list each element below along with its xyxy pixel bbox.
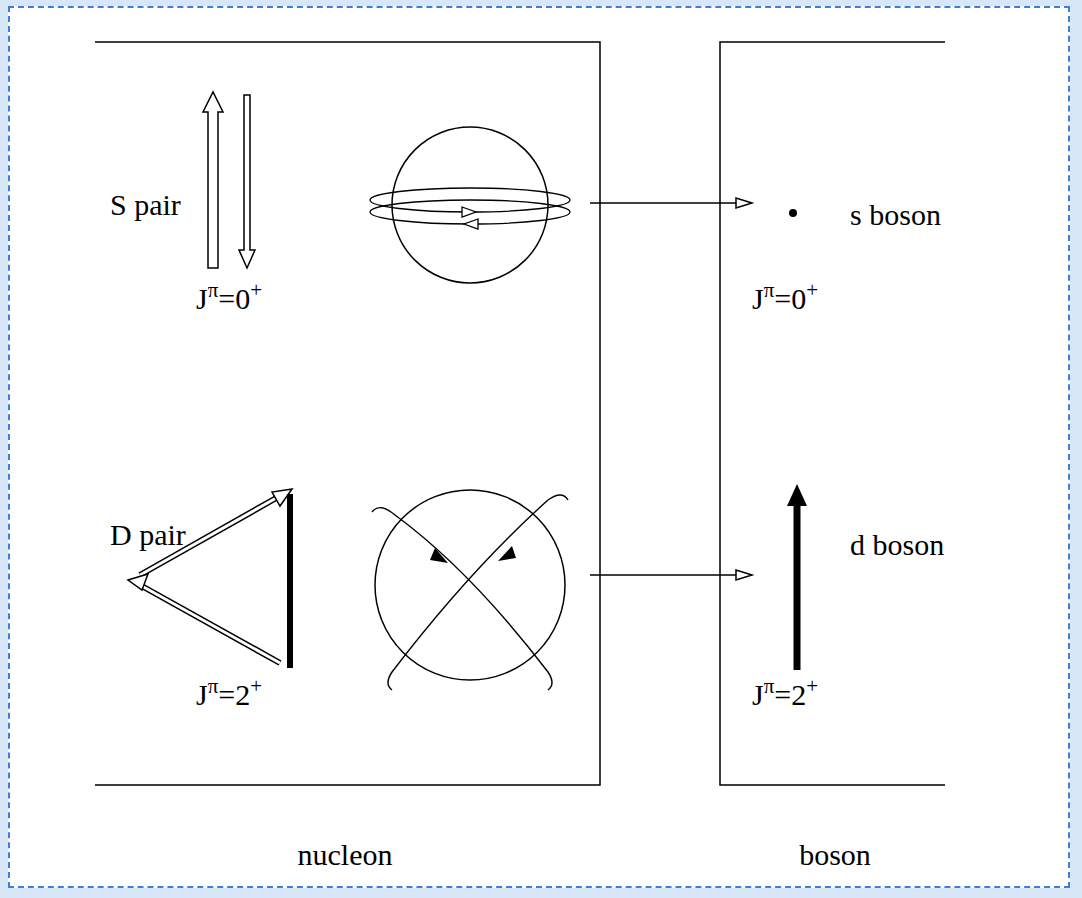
d-pair-group: D pairJπ=2+ bbox=[110, 480, 590, 720]
panel-outline bbox=[95, 42, 600, 785]
s-boson-dot bbox=[789, 209, 797, 217]
mapping-arrow bbox=[590, 570, 752, 580]
d-boson-arrow bbox=[794, 500, 801, 670]
orbit-arrowhead bbox=[464, 219, 478, 229]
spin-parity: Jπ=0+ bbox=[196, 282, 262, 316]
pair-label: D pair bbox=[110, 518, 186, 552]
nucleus-circle bbox=[392, 127, 548, 283]
mapping-arrow bbox=[590, 198, 752, 208]
boson-label: d boson bbox=[850, 528, 944, 562]
orbit-arrowhead bbox=[430, 548, 448, 563]
spin-down-arrow bbox=[239, 95, 255, 268]
d-boson-arrowhead bbox=[787, 484, 807, 506]
orbit-arrowhead bbox=[498, 546, 516, 561]
spin-parity: Jπ=2+ bbox=[752, 678, 818, 712]
panel-label: nucleon bbox=[298, 838, 393, 872]
angular-momentum-triangle bbox=[128, 489, 292, 668]
spin-parity: Jπ=0+ bbox=[752, 282, 818, 316]
boson-label: s boson bbox=[850, 198, 941, 232]
panel-label: boson bbox=[799, 838, 871, 872]
page-frame bbox=[8, 6, 1070, 888]
pair-label: S pair bbox=[110, 188, 181, 222]
boson-panel: bosons bosonJπ=0+d bosonJπ=2+ bbox=[720, 42, 1060, 785]
panel-outline bbox=[720, 42, 945, 785]
s-boson-group: s bosonJπ=0+ bbox=[752, 160, 1052, 335]
crossing-orbits bbox=[372, 495, 568, 690]
nucleus-circle bbox=[375, 490, 565, 680]
s-pair-group: S pairJπ=0+ bbox=[110, 160, 590, 335]
orbit-arrowhead bbox=[462, 207, 476, 217]
nucleon-panel: nucleonS pairJπ=0+D pairJπ=2+ bbox=[95, 42, 600, 785]
spin-parity: Jπ=2+ bbox=[196, 678, 262, 712]
d-boson-group: d bosonJπ=2+ bbox=[752, 480, 1052, 720]
orbit bbox=[370, 200, 570, 224]
spin-up-arrow bbox=[203, 92, 223, 268]
